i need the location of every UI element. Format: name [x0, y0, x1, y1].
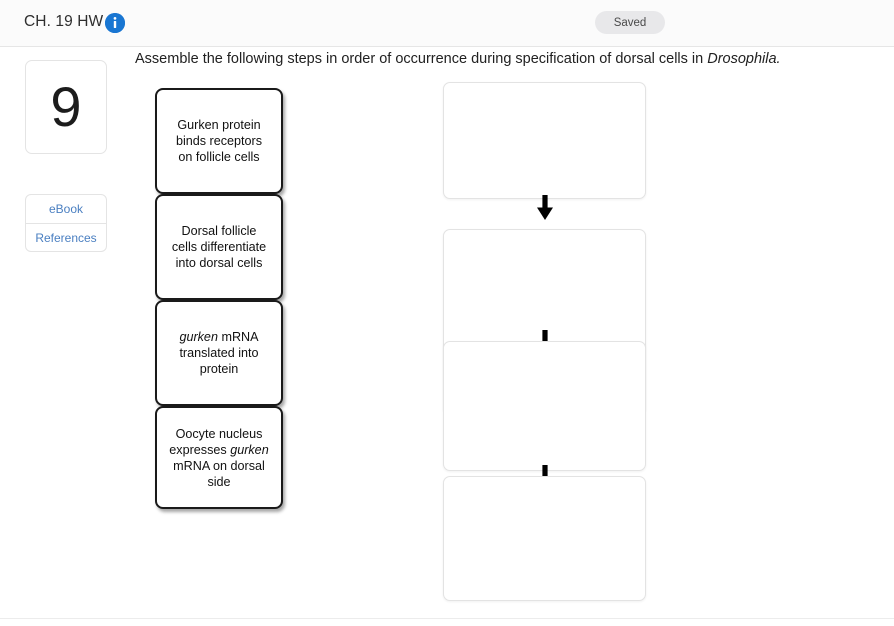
- question-number: 9: [50, 75, 82, 138]
- step-card[interactable]: Dorsal follicle cells differentiate into…: [155, 194, 283, 300]
- references-link[interactable]: References: [35, 231, 97, 245]
- step-line: Gurken protein: [177, 118, 261, 132]
- step-line: into dorsal cells: [175, 256, 263, 270]
- step-card[interactable]: Gurken protein binds receptors on follic…: [155, 88, 283, 194]
- step-card[interactable]: Oocyte nucleus expresses gurken mRNA on …: [155, 406, 283, 509]
- step-line: Dorsal follicle: [181, 224, 257, 238]
- step-line: mRNA: [217, 330, 259, 344]
- info-icon[interactable]: [105, 13, 125, 33]
- resources-panel: eBook References: [25, 194, 107, 252]
- step-card-label: gurken mRNA translated into protein: [172, 329, 265, 377]
- drop-zone[interactable]: [443, 82, 646, 199]
- footer-divider: [0, 618, 894, 619]
- step-card-label: Oocyte nucleus expresses gurken mRNA on …: [162, 426, 275, 490]
- status-badge: Saved: [595, 11, 665, 34]
- assignment-title: CH. 19 HW: [24, 13, 104, 30]
- step-line: translated into: [179, 346, 259, 360]
- ebook-link[interactable]: eBook: [48, 202, 84, 216]
- step-line: protein: [199, 362, 239, 376]
- drop-zone[interactable]: [443, 341, 646, 471]
- resources-divider: [26, 223, 106, 224]
- question-prompt: Assemble the following steps in order of…: [135, 50, 875, 69]
- step-line-italic: gurken: [179, 330, 218, 344]
- arrow-down-icon: [534, 195, 556, 221]
- prompt-text: Assemble the following steps in order of…: [135, 51, 708, 67]
- question-number-box: 9: [25, 60, 107, 154]
- step-card[interactable]: gurken mRNA translated into protein: [155, 300, 283, 406]
- step-line: expresses: [169, 442, 231, 457]
- prompt-italic-term: Drosophila.: [707, 51, 781, 67]
- step-line: Oocyte nucleus: [175, 426, 263, 441]
- step-card-label: Gurken protein binds receptors on follic…: [169, 117, 269, 165]
- step-line: on follicle cells: [178, 150, 260, 164]
- drop-zone[interactable]: [443, 476, 646, 601]
- app-header: CH. 19 HW Saved: [0, 0, 894, 47]
- step-line: cells differentiate: [171, 240, 267, 254]
- step-line: side: [207, 474, 231, 489]
- step-line: binds receptors: [175, 134, 263, 148]
- step-card-label: Dorsal follicle cells differentiate into…: [165, 223, 273, 271]
- step-line-italic: gurken: [230, 442, 269, 457]
- step-line: mRNA on dorsal: [173, 458, 265, 473]
